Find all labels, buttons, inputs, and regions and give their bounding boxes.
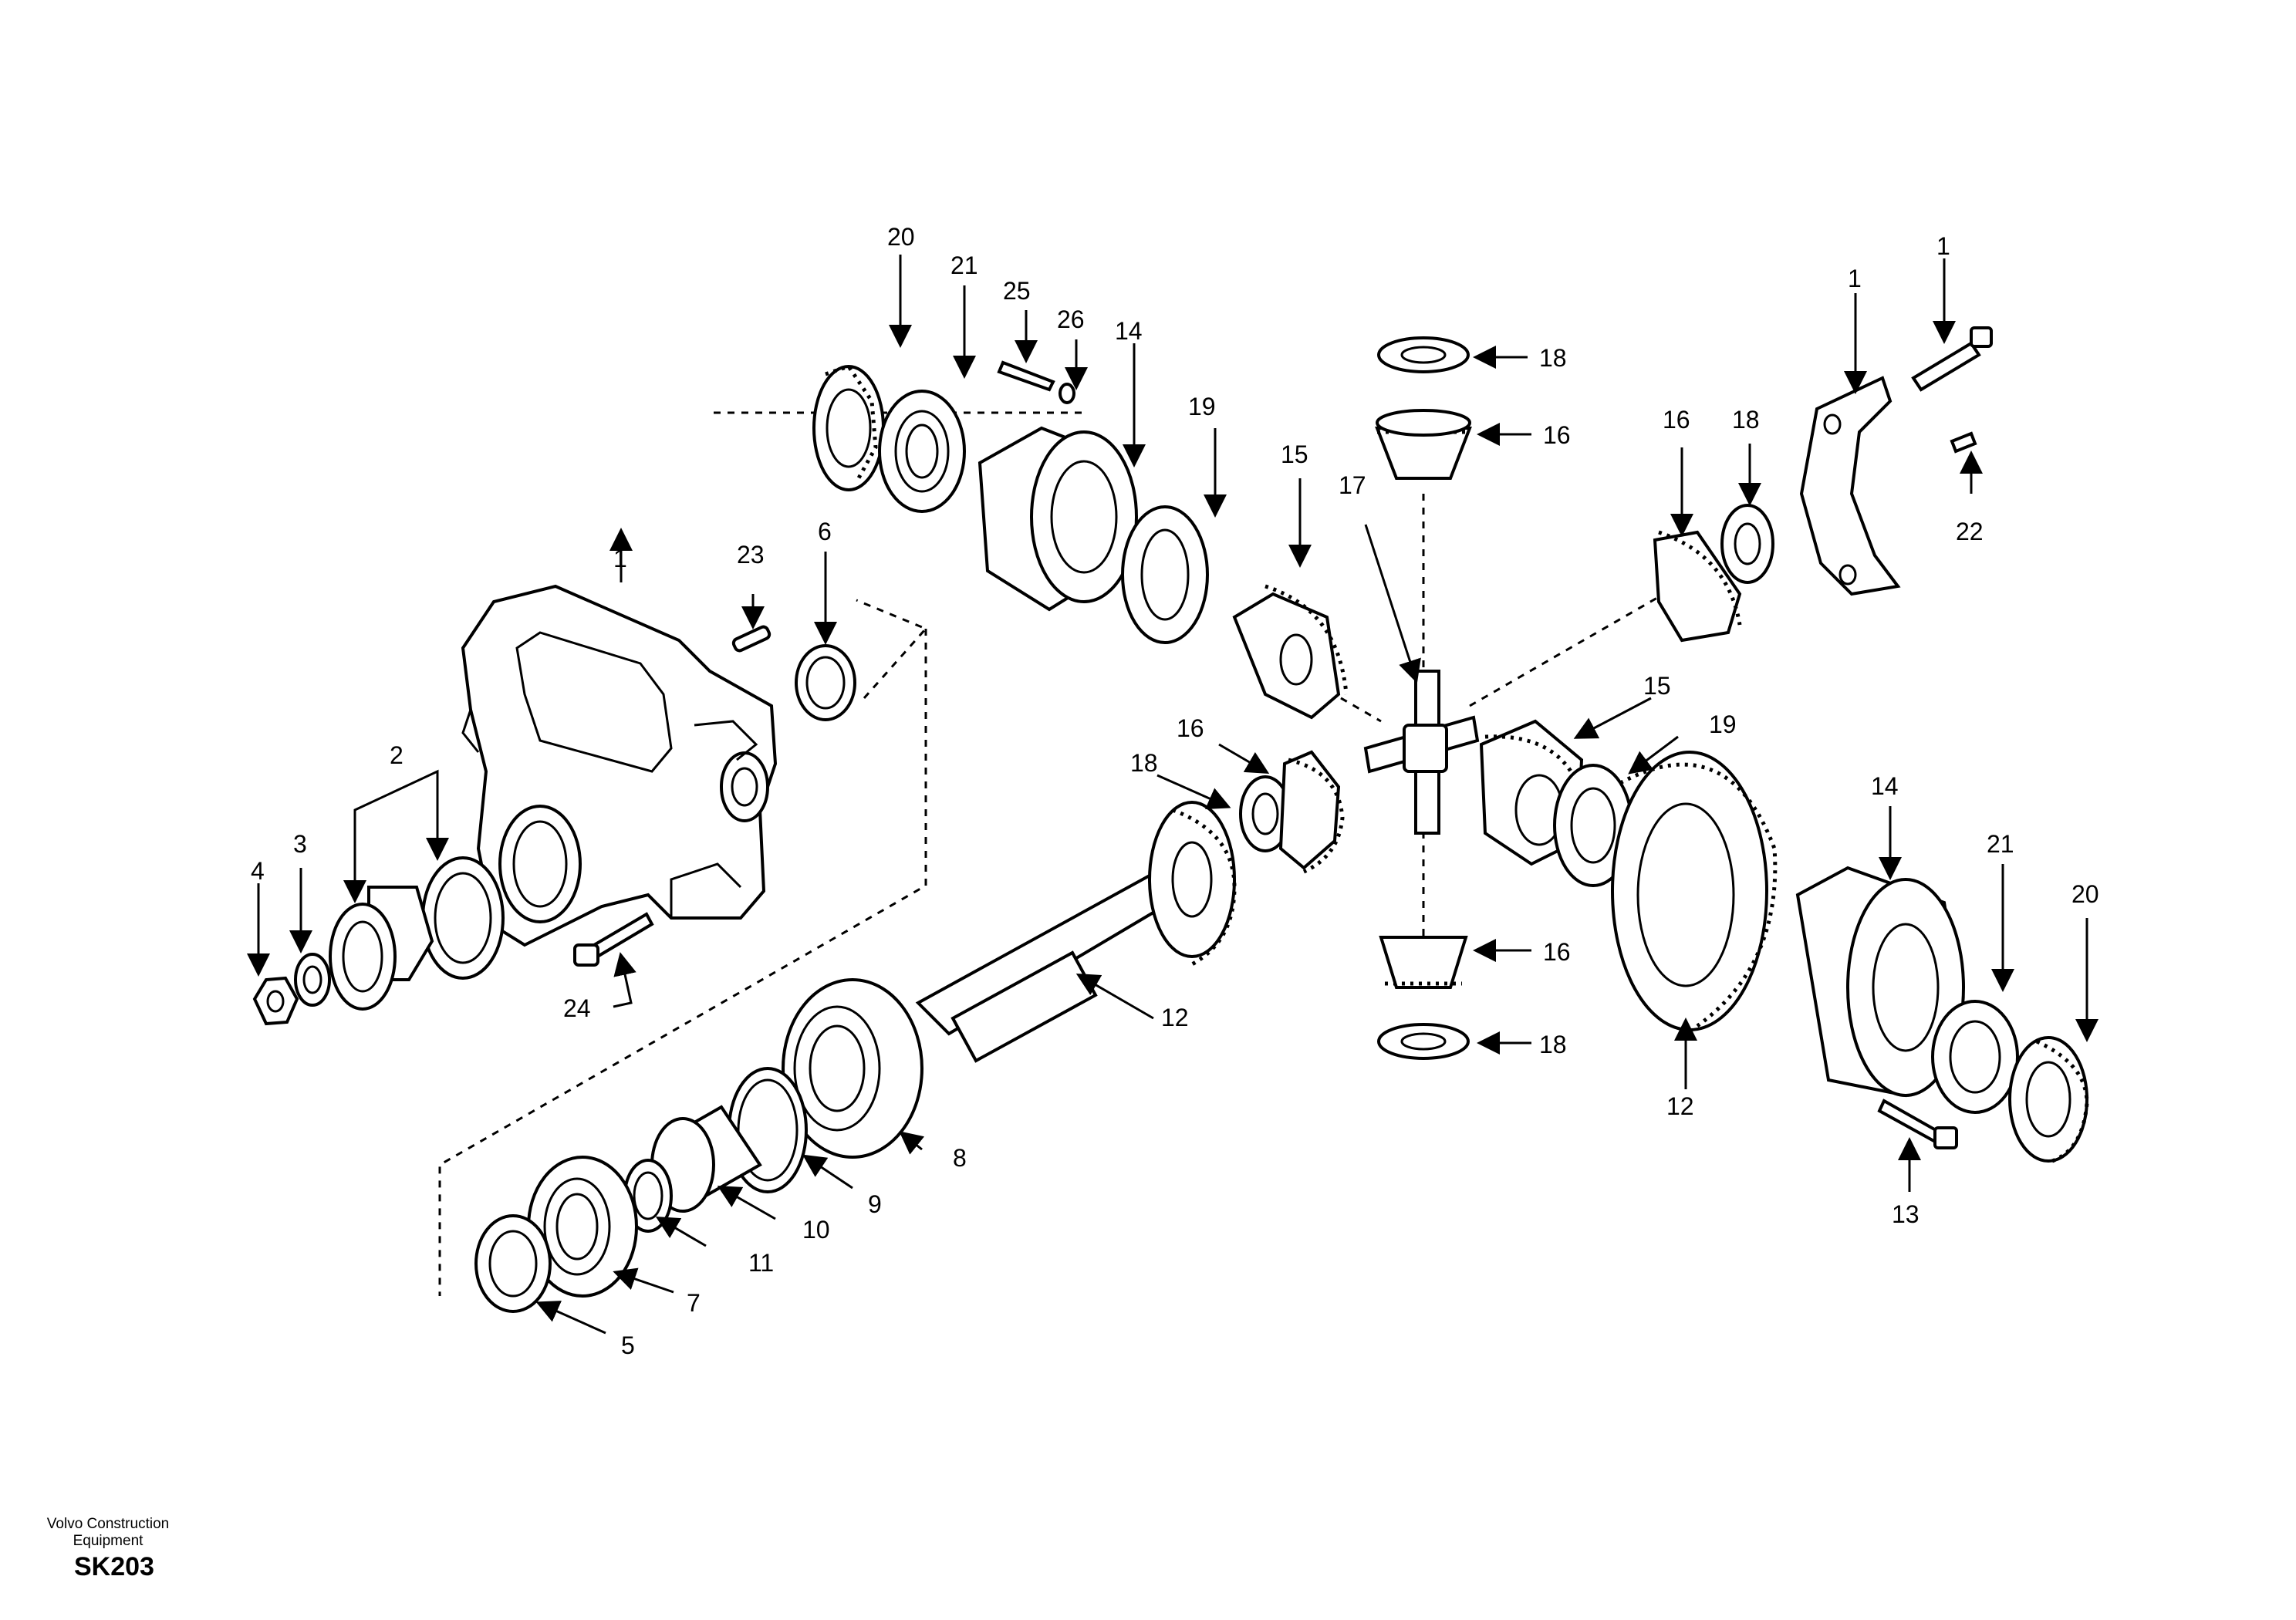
callout-1: 1 bbox=[1936, 232, 1950, 260]
callout-7: 7 bbox=[687, 1289, 701, 1317]
callout-16: 16 bbox=[1177, 714, 1204, 742]
callout-11: 11 bbox=[748, 1249, 774, 1277]
callout-16: 16 bbox=[1543, 421, 1571, 449]
callout-10: 10 bbox=[802, 1216, 830, 1244]
callout-1: 1 bbox=[1848, 265, 1862, 292]
callout-15: 15 bbox=[1281, 440, 1308, 468]
callout-1: 1 bbox=[613, 545, 627, 572]
callout-18: 18 bbox=[1539, 1031, 1567, 1058]
callout-13: 13 bbox=[1892, 1200, 1920, 1228]
callout-20: 20 bbox=[887, 223, 915, 251]
brand-caption: Volvo Construction Equipment bbox=[23, 1516, 193, 1550]
callout-21: 21 bbox=[950, 251, 978, 279]
pinion-shaft-assembly bbox=[474, 801, 1237, 1313]
differential-gears bbox=[1232, 336, 1774, 1060]
ring-gear-assembly bbox=[1611, 751, 2089, 1163]
callout-14: 14 bbox=[1115, 317, 1143, 345]
callout-25: 25 bbox=[1003, 277, 1031, 305]
callout-4: 4 bbox=[251, 857, 265, 885]
callout-12: 12 bbox=[1161, 1004, 1189, 1031]
callout-18: 18 bbox=[1539, 344, 1567, 372]
axle-housing bbox=[461, 584, 778, 947]
callout-18: 18 bbox=[1732, 406, 1760, 434]
callout-16: 16 bbox=[1663, 406, 1690, 434]
callout-23: 23 bbox=[737, 541, 765, 569]
callout-17: 17 bbox=[1339, 471, 1366, 499]
callout-12: 12 bbox=[1666, 1092, 1694, 1120]
callout-19: 19 bbox=[1709, 710, 1737, 738]
callout-8: 8 bbox=[953, 1144, 967, 1172]
callout-26: 26 bbox=[1057, 305, 1085, 333]
upper-diff-case bbox=[812, 360, 1209, 644]
brand-line-2: Equipment bbox=[73, 1533, 144, 1549]
callout-18: 18 bbox=[1130, 749, 1158, 777]
callout-24: 24 bbox=[563, 994, 591, 1022]
callout-19: 19 bbox=[1188, 393, 1216, 420]
callout-20: 20 bbox=[2071, 880, 2099, 908]
callout-14: 14 bbox=[1871, 772, 1899, 800]
small-parts-left bbox=[573, 625, 856, 967]
drawing-code: SK203 bbox=[74, 1552, 154, 1581]
callout-2: 2 bbox=[390, 741, 403, 769]
callout-9: 9 bbox=[868, 1190, 882, 1218]
callout-15: 15 bbox=[1643, 672, 1671, 700]
callout-6: 6 bbox=[818, 518, 832, 545]
callout-5: 5 bbox=[621, 1331, 635, 1359]
callout-21: 21 bbox=[1987, 830, 2014, 858]
callout-labels: 20 21 25 26 14 19 15 17 18 16 1 1 22 16 … bbox=[251, 223, 2099, 1359]
callout-16: 16 bbox=[1543, 938, 1571, 966]
flange-parts bbox=[252, 856, 505, 1026]
leader-lines bbox=[247, 255, 2098, 1335]
callout-3: 3 bbox=[293, 830, 307, 858]
callout-22: 22 bbox=[1956, 518, 1984, 545]
bearing-cap bbox=[1799, 326, 1993, 596]
brand-line-1: Volvo Construction bbox=[46, 1516, 170, 1532]
